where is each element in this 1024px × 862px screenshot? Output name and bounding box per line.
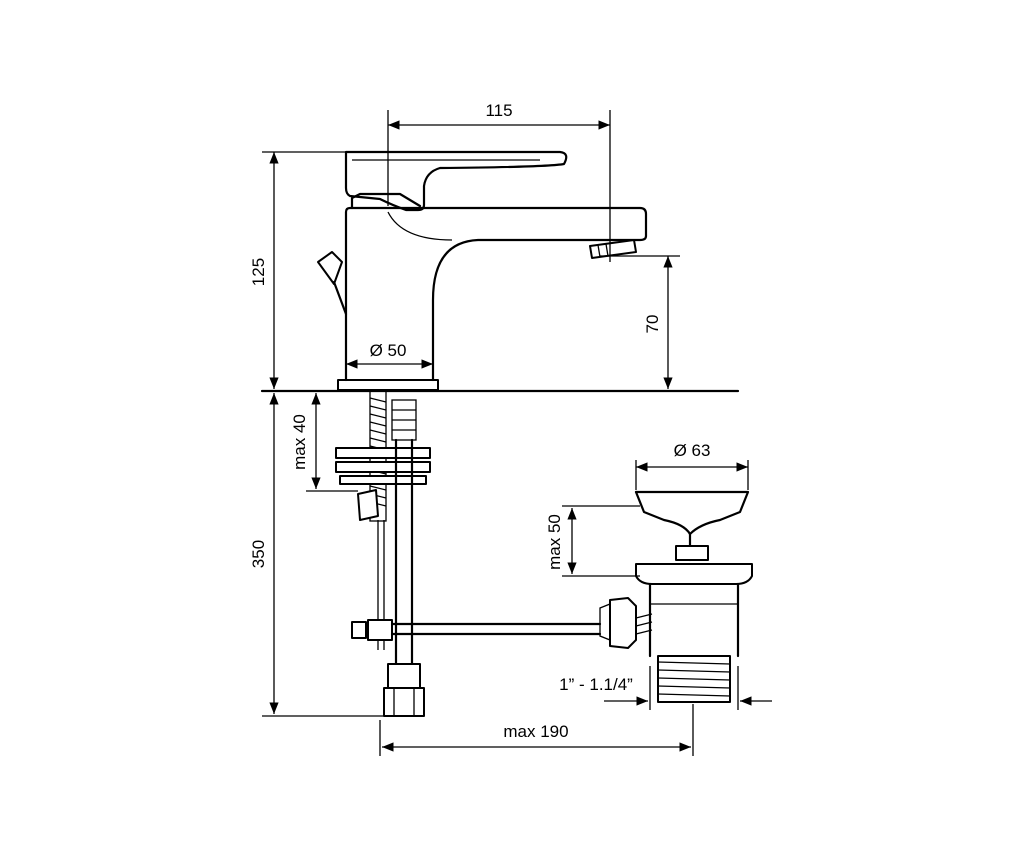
dimension-drain-thread-label: 1” - 1.1/4” — [559, 675, 633, 694]
popup-drain — [599, 490, 753, 703]
dimension-spout-reach-label: 115 — [485, 101, 512, 120]
dimension-spout-height: 70 — [600, 255, 680, 389]
dimension-drain-thread: 1” - 1.1/4” — [559, 666, 772, 710]
dimension-body-diameter: Ø 50 — [346, 341, 433, 369]
dimension-drain-depth: max 50 — [545, 505, 640, 577]
dimension-max-deck-label: max 40 — [290, 414, 309, 470]
dimension-connection-length-label: 350 — [249, 540, 268, 568]
aerator — [589, 239, 637, 259]
faucet-body — [337, 192, 648, 391]
mounting-washers — [335, 447, 431, 485]
dimension-drain-depth-label: max 50 — [545, 514, 564, 570]
lift-rod — [351, 520, 602, 650]
dimension-rod-reach: max 190 — [379, 704, 694, 756]
dimension-drain-diameter-label: Ø 63 — [674, 441, 711, 460]
dimension-drain-diameter: Ø 63 — [635, 441, 749, 490]
popup-rod-knob — [317, 251, 348, 316]
dimension-rod-reach-label: max 190 — [503, 722, 568, 741]
dimension-connection-length: 350 — [249, 393, 384, 717]
faucet-lever — [344, 150, 568, 212]
dimension-total-height: 125 — [249, 151, 346, 389]
dimension-body-diameter-label: Ø 50 — [370, 341, 407, 360]
mounting-nut — [357, 489, 379, 521]
dimension-spout-reach: 115 — [387, 101, 611, 262]
dimension-max-deck: max 40 — [290, 393, 358, 492]
flexible-hose — [383, 399, 425, 717]
dimension-spout-height-label: 70 — [643, 315, 662, 334]
dimension-total-height-label: 125 — [249, 258, 268, 286]
